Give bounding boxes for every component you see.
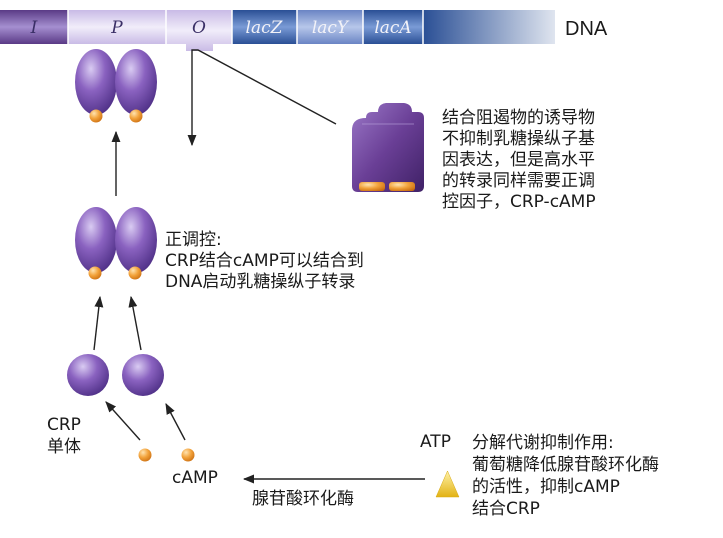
camp-molecule bbox=[89, 109, 103, 123]
inducer-molecule bbox=[389, 182, 415, 191]
dna-segment-I-bg bbox=[0, 10, 68, 44]
repressor-inducer-complex bbox=[352, 103, 424, 192]
dna-label-lacY: lacY bbox=[312, 18, 350, 38]
positive-control-line: CRP结合cAMP可以结合到 bbox=[165, 251, 364, 271]
dna-segment-O-bg bbox=[166, 10, 232, 51]
dna-label-lacZ: lacZ bbox=[246, 18, 284, 38]
dna-tail bbox=[423, 10, 555, 44]
camp-free bbox=[138, 448, 152, 462]
inducer-note-line: 控因子，CRP-cAMP bbox=[442, 192, 596, 212]
atp-label: ATP bbox=[420, 432, 451, 452]
positive-control-note: 正调控: CRP结合cAMP可以结合到 DNA启动乳糖操纵子转录 bbox=[165, 230, 364, 293]
crp-camp-dimer bbox=[75, 207, 157, 280]
dna-label-lacA: lacA bbox=[374, 18, 411, 38]
catabolite-repression-line: 结合CRP bbox=[472, 499, 540, 519]
dna-label: DNA bbox=[565, 18, 608, 40]
dna-label-O: O bbox=[192, 18, 206, 38]
crp-camp-dimer-bound bbox=[75, 49, 157, 123]
camp-molecule bbox=[88, 266, 102, 280]
adenylate-cyclase-label: 腺苷酸环化酶 bbox=[252, 489, 354, 509]
camp-molecule bbox=[128, 266, 142, 280]
arrow-camp-to-monomer-right bbox=[165, 403, 186, 441]
crp-monomer-label-line: 单体 bbox=[47, 437, 81, 457]
dna-segment-lacY-bg bbox=[297, 10, 363, 44]
arrow-monomer-to-dimer-left bbox=[93, 295, 104, 351]
dna-label-P: P bbox=[110, 18, 123, 38]
inducer-note: 结合阻遏物的诱导物 不抑制乳糖操纵子基 因表达，但是高水平 的转录同样需要正调 … bbox=[442, 108, 596, 213]
arrow-camp-to-monomer-left bbox=[105, 401, 141, 441]
dna-label-I: I bbox=[30, 18, 38, 38]
positive-control-line: DNA启动乳糖操纵子转录 bbox=[165, 272, 356, 292]
camp-molecule bbox=[129, 109, 143, 123]
camp-free bbox=[181, 448, 195, 462]
crp-monomer bbox=[122, 354, 164, 396]
inducer-note-line: 结合阻遏物的诱导物 bbox=[442, 108, 595, 128]
catabolite-repression-line: 分解代谢抑制作用: bbox=[472, 433, 614, 453]
crp-monomer-label-line: CRP bbox=[47, 415, 81, 435]
catabolite-repression-line: 葡萄糖降低腺苷酸环化酶 bbox=[472, 455, 659, 475]
crp-monomers bbox=[67, 354, 164, 396]
crp-monomer-label: CRP 单体 bbox=[47, 414, 81, 458]
catabolite-repression-line: 的活性，抑制cAMP bbox=[472, 477, 620, 497]
inducer-note-line: 因表达，但是高水平 bbox=[442, 150, 595, 170]
dna-segment-lacZ-bg bbox=[232, 10, 297, 44]
dna-segment-lacA-bg bbox=[363, 10, 423, 44]
arrow-monomer-to-dimer-right bbox=[128, 295, 142, 351]
dna-segment-P-bg bbox=[68, 10, 166, 44]
positive-control-line: 正调控: bbox=[165, 230, 222, 250]
inducer-note-line: 的转录同样需要正调 bbox=[442, 171, 595, 191]
repressor-operator-pointer bbox=[187, 49, 337, 147]
camp-label: cAMP bbox=[172, 468, 218, 488]
atp-icon bbox=[435, 470, 460, 498]
dna-strand: I P O lacZ lacY lacA bbox=[0, 10, 555, 51]
inducer-molecule bbox=[359, 182, 385, 191]
inducer-note-line: 不抑制乳糖操纵子基 bbox=[442, 129, 595, 149]
arrows bbox=[93, 49, 425, 484]
crp-monomer bbox=[67, 354, 109, 396]
catabolite-repression-note: 分解代谢抑制作用: 葡萄糖降低腺苷酸环化酶 的活性，抑制cAMP 结合CRP bbox=[472, 432, 659, 520]
